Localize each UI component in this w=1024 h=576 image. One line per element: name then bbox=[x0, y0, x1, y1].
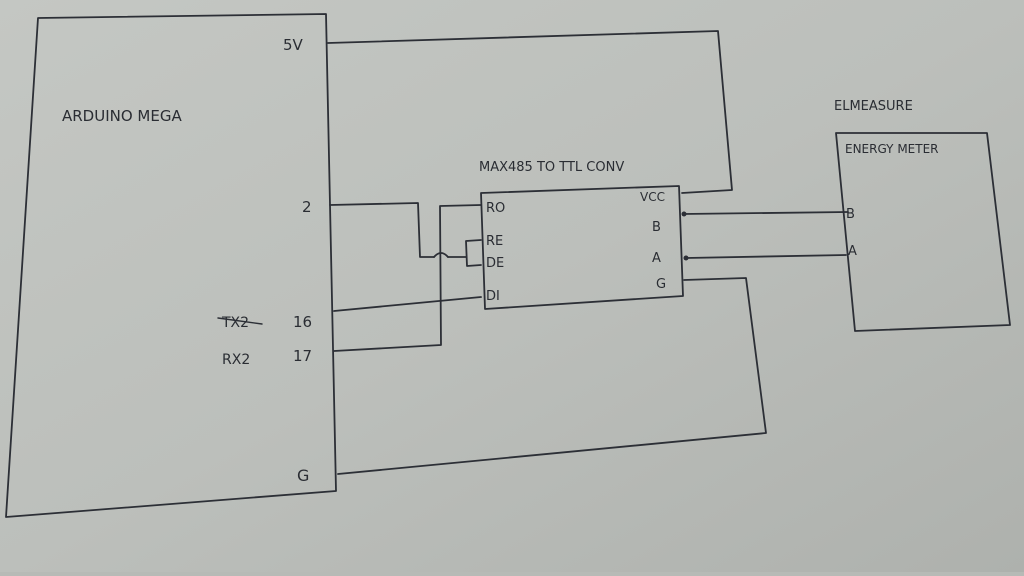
meter-outline bbox=[835, 132, 1011, 332]
junction-dot-b bbox=[681, 211, 687, 217]
junction-dot-a bbox=[683, 255, 689, 261]
wire-5v-to-vcc bbox=[327, 30, 733, 194]
rx2-label: RX2 bbox=[222, 352, 250, 368]
max485-converter-block: MAX485 TO TTL CONV RO RE DE DI VCC B A G bbox=[479, 160, 684, 310]
wire-rx2-to-ro bbox=[333, 204, 482, 352]
wire-a-to-meter-a bbox=[685, 254, 847, 259]
meter-title: ENERGY METER bbox=[845, 142, 939, 156]
pin-5v-label: 5V bbox=[283, 36, 304, 54]
arduino-outline bbox=[5, 13, 337, 518]
re-de-bridge bbox=[465, 239, 482, 267]
pin-vcc-label: VCC bbox=[640, 190, 665, 204]
pin-ro-label: RO bbox=[486, 201, 505, 216]
tx2-label: TX2 bbox=[221, 315, 249, 331]
wire-b-to-meter-b bbox=[682, 211, 849, 215]
pin-de-label: DE bbox=[486, 256, 504, 271]
tx2-strikethrough bbox=[217, 317, 263, 325]
pin-2-label: 2 bbox=[302, 198, 312, 216]
meter-pin-a-label: A bbox=[848, 244, 857, 259]
pin-17-label: 17 bbox=[293, 347, 312, 365]
pin-a-label: A bbox=[652, 251, 661, 266]
arduino-title: ARDUINO MEGA bbox=[62, 107, 182, 125]
wires bbox=[327, 30, 849, 475]
wire-pin2-to-re-de bbox=[329, 202, 435, 258]
meter-pin-b-label: B bbox=[846, 207, 855, 222]
pin-b-label: B bbox=[652, 220, 661, 235]
energy-meter-block: ELMEASURE ENERGY METER B A bbox=[834, 99, 1011, 332]
meter-brand: ELMEASURE bbox=[834, 99, 913, 114]
wire-tx2-to-di bbox=[333, 296, 482, 312]
pin-re-label: RE bbox=[486, 234, 503, 249]
converter-outline bbox=[480, 185, 684, 310]
pin-di-label: DI bbox=[486, 289, 500, 304]
pin-16-label: 16 bbox=[293, 313, 312, 331]
arduino-mega-block: ARDUINO MEGA 5V 2 TX2 16 RX2 17 G bbox=[5, 13, 337, 518]
converter-title: MAX485 TO TTL CONV bbox=[479, 160, 624, 175]
pin-g-label: G bbox=[656, 277, 666, 292]
wire-gnd-to-gnd bbox=[337, 277, 767, 475]
pin-gnd-label: G bbox=[297, 466, 309, 485]
